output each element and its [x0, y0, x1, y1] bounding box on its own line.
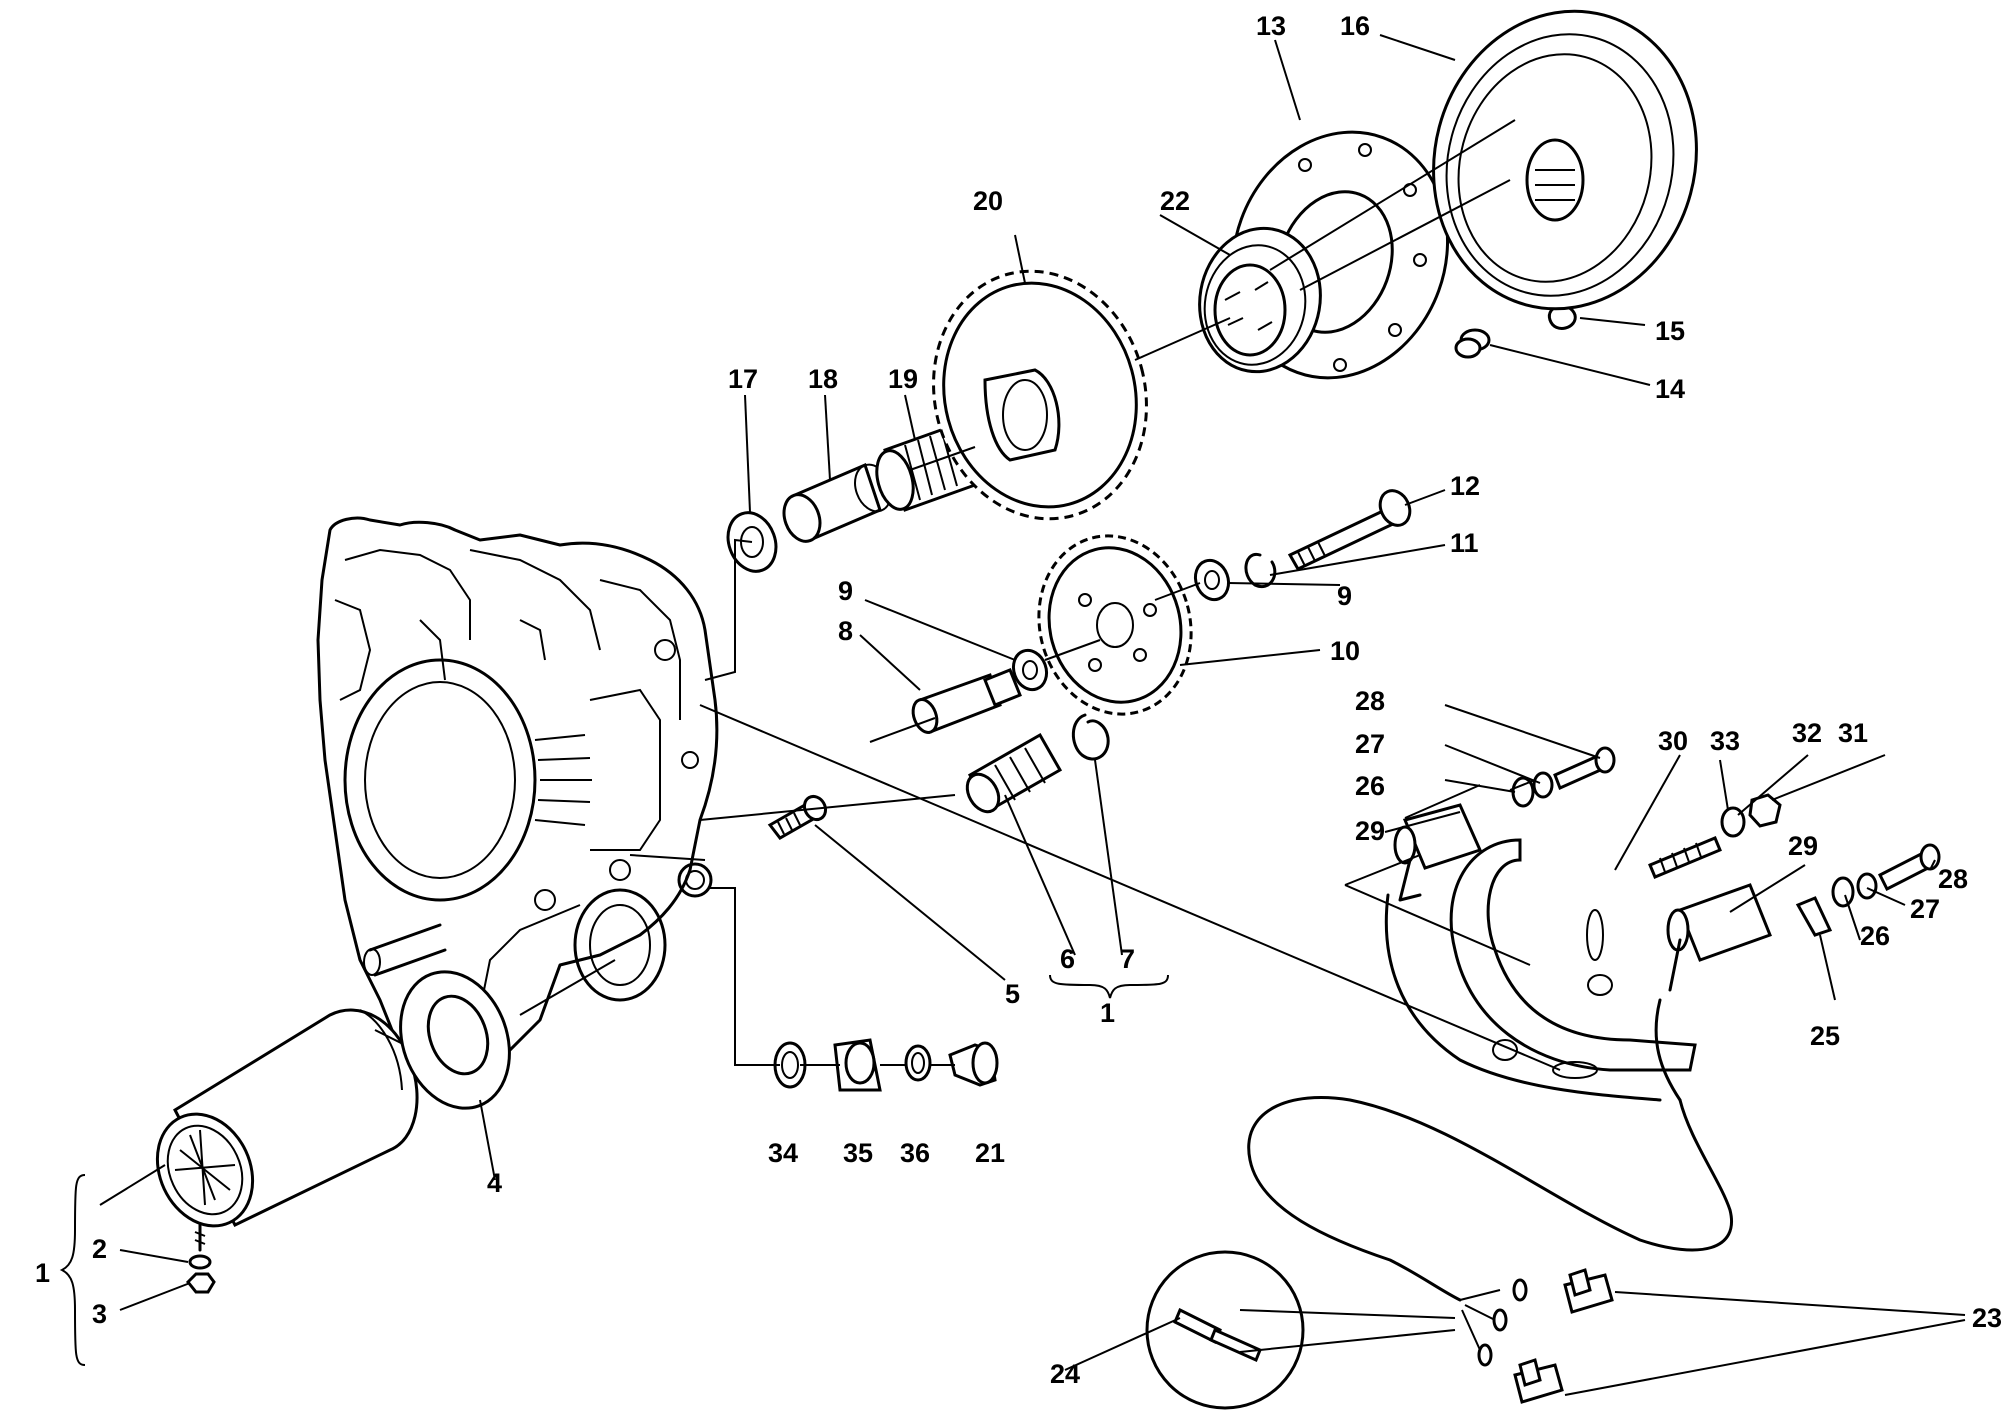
- connector: [1513, 1358, 1564, 1404]
- label-11: 11: [1450, 528, 1479, 558]
- label-9-right: 9: [1337, 581, 1352, 611]
- washer: [1532, 771, 1554, 799]
- circlip: [1071, 713, 1110, 761]
- label-28-right: 28: [1938, 864, 1968, 894]
- label-16: 16: [1340, 11, 1370, 41]
- terminal-detail: [1145, 1250, 1305, 1410]
- label-36: 36: [900, 1138, 930, 1168]
- label-20: 20: [973, 186, 1003, 216]
- stator-plate: [1449, 838, 1697, 1079]
- screw: [1553, 746, 1616, 791]
- nut: [1748, 793, 1782, 828]
- label-29-top: 29: [1355, 816, 1385, 846]
- stud: [1648, 836, 1722, 879]
- label-9-left: 9: [838, 576, 853, 606]
- label-1-center: 1: [1100, 998, 1115, 1028]
- label-10: 10: [1330, 636, 1360, 666]
- brace: [59, 1174, 86, 1366]
- plate: [1795, 896, 1833, 937]
- label-26-right: 26: [1860, 921, 1890, 951]
- washer: [1856, 872, 1878, 900]
- label-22: 22: [1160, 186, 1190, 216]
- label-13: 13: [1256, 11, 1286, 41]
- pickup-sensor: [1666, 883, 1772, 992]
- label-23: 23: [1972, 1303, 2002, 1333]
- washer: [1193, 558, 1231, 602]
- label-34: 34: [768, 1138, 798, 1168]
- bolt: [767, 794, 828, 840]
- label-17: 17: [728, 364, 758, 394]
- shaft: [911, 668, 1022, 734]
- part-labels: 13 16 20 22 15 14 17 18 19 12 11 9 9 8 1…: [35, 11, 2002, 1389]
- starter-motor: [155, 1008, 419, 1252]
- label-32: 32: [1792, 718, 1822, 748]
- label-19: 19: [888, 364, 918, 394]
- label-27-top: 27: [1355, 729, 1385, 759]
- fitting-group: [773, 1038, 999, 1092]
- label-3: 3: [92, 1299, 107, 1329]
- label-18: 18: [808, 364, 838, 394]
- label-21: 21: [975, 1138, 1005, 1168]
- starter-gear: [932, 269, 1148, 521]
- long-bolt: [1287, 489, 1412, 571]
- freewheel: [1198, 226, 1322, 374]
- nut: [185, 1272, 216, 1294]
- label-12: 12: [1450, 471, 1480, 501]
- label-35: 35: [843, 1138, 873, 1168]
- flywheel: [1432, 9, 1698, 311]
- connector: [1563, 1268, 1614, 1314]
- gasket: [399, 970, 511, 1110]
- label-33: 33: [1710, 726, 1740, 756]
- label-2: 2: [92, 1234, 107, 1264]
- label-28-top: 28: [1355, 686, 1385, 716]
- clip: [1244, 552, 1277, 589]
- label-7: 7: [1120, 944, 1135, 974]
- bushing: [782, 462, 892, 543]
- label-4: 4: [487, 1168, 502, 1198]
- label-15: 15: [1655, 316, 1685, 346]
- crankcase: [316, 516, 719, 1082]
- label-26-top: 26: [1355, 771, 1385, 801]
- label-1-left: 1: [35, 1258, 50, 1288]
- washer: [1831, 876, 1855, 908]
- label-25: 25: [1810, 1021, 1840, 1051]
- label-14: 14: [1655, 374, 1685, 404]
- leader-lines: [99, 34, 1966, 1396]
- label-29-right: 29: [1788, 831, 1818, 861]
- screw: [1877, 843, 1941, 892]
- label-6: 6: [1060, 944, 1075, 974]
- pin: [1454, 328, 1491, 359]
- label-30: 30: [1658, 726, 1688, 756]
- washer: [1011, 648, 1049, 692]
- label-24: 24: [1050, 1359, 1080, 1389]
- brace: [1049, 974, 1169, 999]
- pinion-gear: [965, 732, 1063, 814]
- label-8: 8: [838, 616, 853, 646]
- washer: [188, 1254, 212, 1270]
- label-31: 31: [1838, 718, 1868, 748]
- intermediate-gear: [1037, 534, 1193, 716]
- label-27-right: 27: [1910, 894, 1940, 924]
- wiring-harness: [1247, 1096, 1733, 1302]
- label-5: 5: [1005, 979, 1020, 1009]
